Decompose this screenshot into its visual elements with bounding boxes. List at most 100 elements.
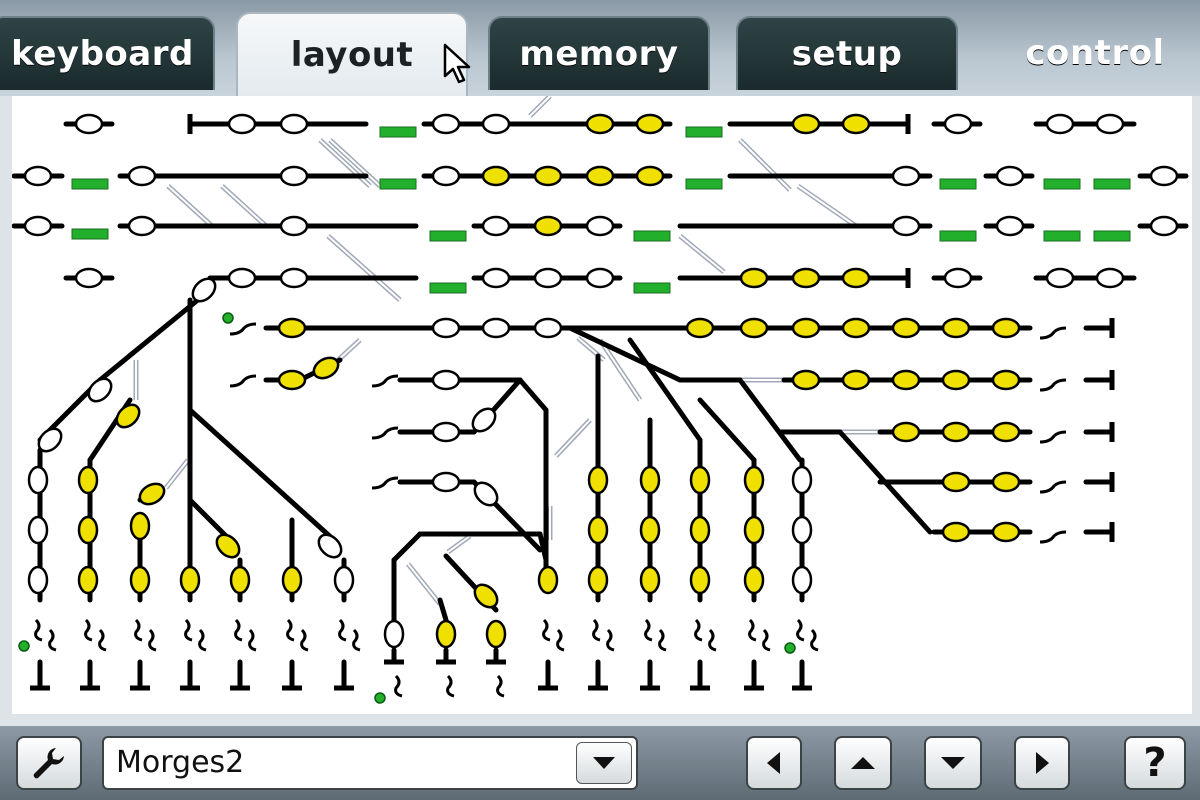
signal-lamp[interactable] bbox=[639, 465, 661, 495]
signal-lamp[interactable] bbox=[77, 515, 99, 545]
signal-lamp[interactable] bbox=[943, 267, 973, 289]
signal-lamp[interactable] bbox=[27, 515, 49, 545]
signal-lamp[interactable] bbox=[333, 565, 355, 595]
tab-control[interactable]: control bbox=[1025, 33, 1165, 73]
signal-lamp[interactable] bbox=[639, 565, 661, 595]
signal-lamp[interactable] bbox=[188, 274, 219, 305]
signal-lamp[interactable] bbox=[587, 565, 609, 595]
signal-lamp[interactable] bbox=[431, 165, 461, 187]
signal-lamp[interactable] bbox=[791, 565, 813, 595]
signal-lamp[interactable] bbox=[77, 465, 99, 495]
signal-lamp[interactable] bbox=[1149, 165, 1179, 187]
track-layout-canvas[interactable] bbox=[12, 96, 1192, 714]
signal-lamp[interactable] bbox=[891, 317, 921, 339]
scroll-right-button[interactable] bbox=[1014, 736, 1070, 790]
signal-lamp[interactable] bbox=[635, 165, 665, 187]
signal-lamp[interactable] bbox=[481, 113, 511, 135]
signal-lamp[interactable] bbox=[431, 113, 461, 135]
signal-lamp[interactable] bbox=[841, 267, 871, 289]
signal-lamp[interactable] bbox=[281, 565, 303, 595]
signal-lamp[interactable] bbox=[470, 478, 501, 509]
signal-lamp[interactable] bbox=[227, 113, 257, 135]
signal-lamp[interactable] bbox=[841, 317, 871, 339]
signal-lamp[interactable] bbox=[277, 317, 307, 339]
signal-lamp[interactable] bbox=[1095, 113, 1125, 135]
scroll-down-button[interactable] bbox=[924, 736, 982, 790]
signal-lamp[interactable] bbox=[585, 113, 615, 135]
signal-lamp[interactable] bbox=[383, 619, 405, 649]
signal-lamp[interactable] bbox=[127, 215, 157, 237]
signal-lamp[interactable] bbox=[991, 421, 1021, 443]
help-button[interactable]: ? bbox=[1124, 736, 1186, 790]
signal-lamp[interactable] bbox=[791, 317, 821, 339]
signal-lamp[interactable] bbox=[891, 215, 921, 237]
signal-lamp[interactable] bbox=[310, 354, 342, 383]
signal-lamp[interactable] bbox=[791, 267, 821, 289]
scroll-up-button[interactable] bbox=[834, 736, 892, 790]
signal-lamp[interactable] bbox=[23, 165, 53, 187]
signal-lamp[interactable] bbox=[179, 565, 201, 595]
signal-lamp[interactable] bbox=[941, 521, 971, 543]
signal-lamp[interactable] bbox=[941, 421, 971, 443]
signal-lamp[interactable] bbox=[435, 619, 457, 649]
signal-lamp[interactable] bbox=[1149, 215, 1179, 237]
signal-lamp[interactable] bbox=[995, 165, 1025, 187]
signal-lamp[interactable] bbox=[991, 317, 1021, 339]
signal-lamp[interactable] bbox=[689, 515, 711, 545]
signal-lamp[interactable] bbox=[791, 465, 813, 495]
signal-lamp[interactable] bbox=[537, 565, 559, 595]
signal-lamp[interactable] bbox=[1045, 113, 1075, 135]
signal-lamp[interactable] bbox=[431, 317, 461, 339]
signal-lamp[interactable] bbox=[585, 267, 615, 289]
signal-lamp[interactable] bbox=[941, 317, 971, 339]
signal-lamp[interactable] bbox=[27, 565, 49, 595]
signal-lamp[interactable] bbox=[689, 465, 711, 495]
signal-lamp[interactable] bbox=[685, 317, 715, 339]
signal-lamp[interactable] bbox=[314, 530, 345, 561]
signal-lamp[interactable] bbox=[743, 565, 765, 595]
signal-lamp[interactable] bbox=[470, 580, 501, 611]
signal-lamp[interactable] bbox=[279, 267, 309, 289]
signal-lamp[interactable] bbox=[891, 165, 921, 187]
signal-lamp[interactable] bbox=[995, 215, 1025, 237]
signal-lamp[interactable] bbox=[739, 267, 769, 289]
signal-lamp[interactable] bbox=[431, 421, 461, 443]
signal-lamp[interactable] bbox=[212, 530, 243, 561]
signal-lamp[interactable] bbox=[84, 374, 115, 405]
signal-lamp[interactable] bbox=[277, 369, 307, 391]
signal-lamp[interactable] bbox=[112, 400, 143, 431]
signal-lamp[interactable] bbox=[481, 267, 511, 289]
signal-lamp[interactable] bbox=[635, 113, 665, 135]
dropdown-button[interactable] bbox=[576, 742, 632, 784]
signal-lamp[interactable] bbox=[639, 515, 661, 545]
signal-lamp[interactable] bbox=[739, 317, 769, 339]
signal-lamp[interactable] bbox=[481, 165, 511, 187]
signal-lamp[interactable] bbox=[533, 267, 563, 289]
signal-lamp[interactable] bbox=[991, 521, 1021, 543]
settings-button[interactable] bbox=[16, 736, 82, 790]
signal-lamp[interactable] bbox=[533, 165, 563, 187]
signal-lamp[interactable] bbox=[279, 215, 309, 237]
signal-lamp[interactable] bbox=[891, 421, 921, 443]
signal-lamp[interactable] bbox=[129, 565, 151, 595]
signal-lamp[interactable] bbox=[991, 471, 1021, 493]
signal-lamp[interactable] bbox=[1095, 267, 1125, 289]
signal-lamp[interactable] bbox=[485, 619, 507, 649]
signal-lamp[interactable] bbox=[23, 215, 53, 237]
signal-lamp[interactable] bbox=[431, 471, 461, 493]
signal-lamp[interactable] bbox=[74, 113, 104, 135]
signal-lamp[interactable] bbox=[227, 267, 257, 289]
signal-lamp[interactable] bbox=[941, 369, 971, 391]
signal-lamp[interactable] bbox=[585, 215, 615, 237]
signal-lamp[interactable] bbox=[841, 113, 871, 135]
signal-lamp[interactable] bbox=[229, 565, 251, 595]
signal-lamp[interactable] bbox=[481, 215, 511, 237]
signal-lamp[interactable] bbox=[279, 165, 309, 187]
signal-lamp[interactable] bbox=[791, 113, 821, 135]
signal-lamp[interactable] bbox=[74, 267, 104, 289]
signal-lamp[interactable] bbox=[127, 165, 157, 187]
tab-layout[interactable]: layout bbox=[236, 12, 468, 96]
tab-keyboard[interactable]: keyboard bbox=[0, 16, 215, 90]
signal-lamp[interactable] bbox=[689, 565, 711, 595]
signal-lamp[interactable] bbox=[587, 515, 609, 545]
